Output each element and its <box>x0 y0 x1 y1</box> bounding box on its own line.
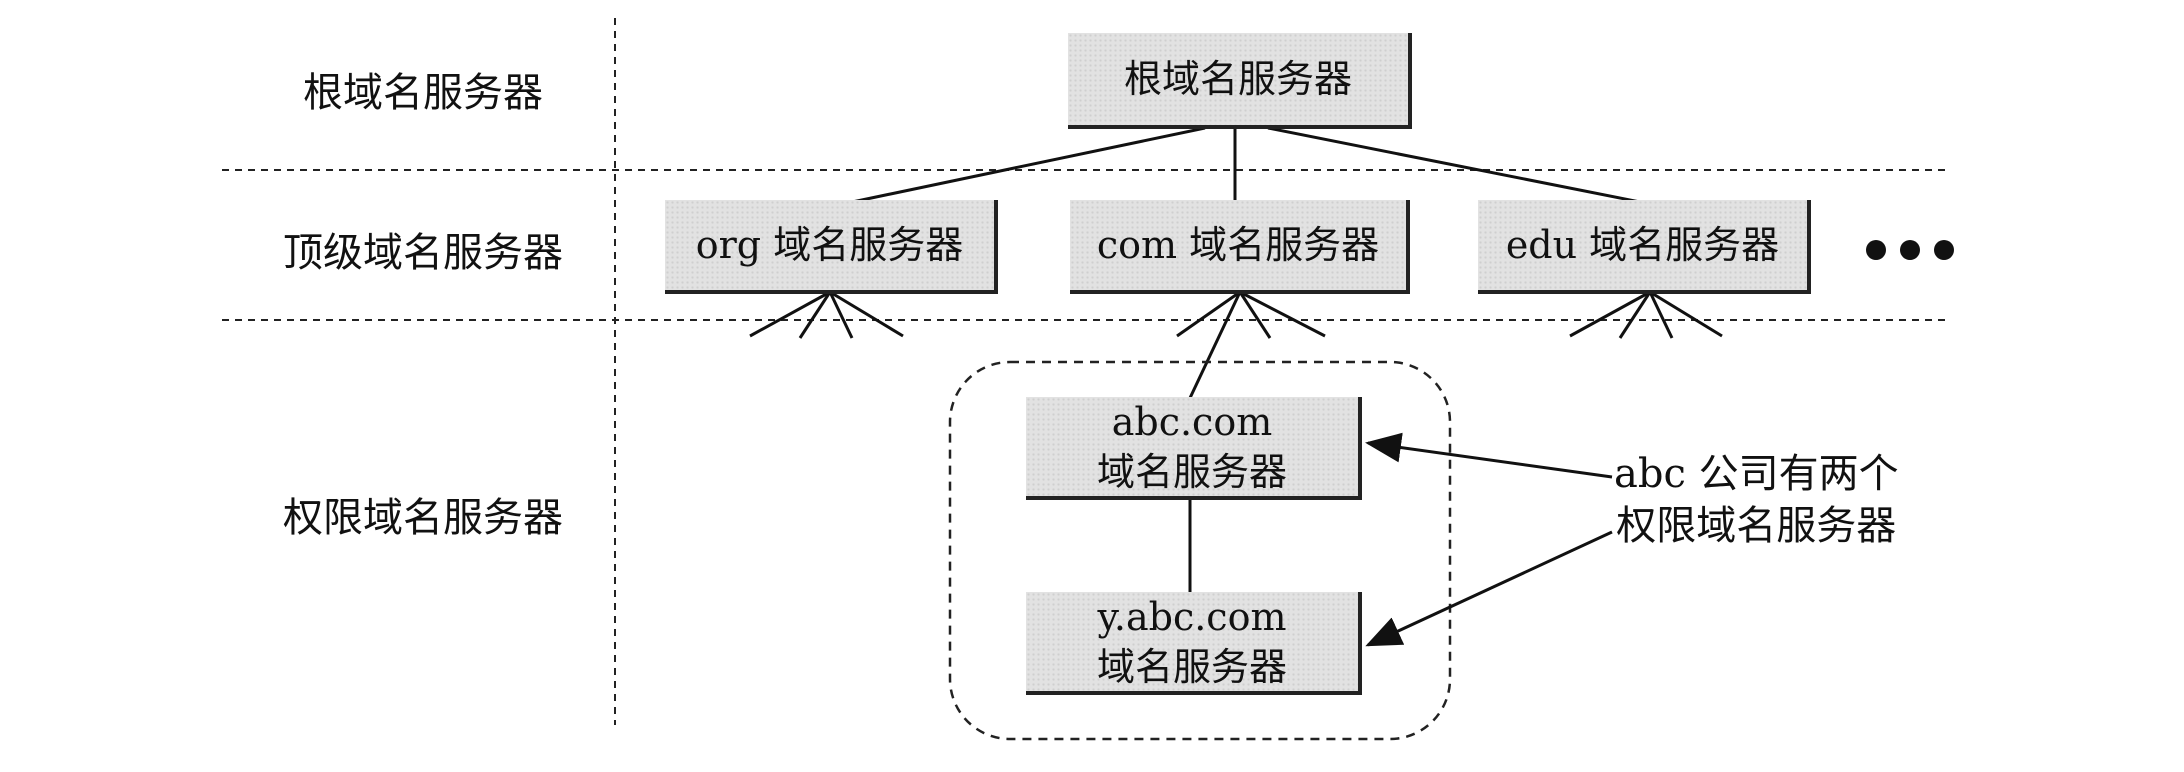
annotation-arrow-to-y-abc <box>1365 530 1613 647</box>
ellipsis-dot <box>1934 240 1954 260</box>
edge-root-org <box>837 126 1206 207</box>
abc-com-server-label: 域名服务器 <box>1096 449 1287 494</box>
org-server-box: org 域名服务器 <box>665 200 998 294</box>
y-abc-com-server-label: 域名服务器 <box>1096 644 1287 689</box>
tier-label-root: 根域名服务器 <box>303 70 543 116</box>
com-server-box: com 域名服务器 <box>1070 200 1410 294</box>
root-server-label: 根域名服务器 <box>1123 57 1352 101</box>
y-abc-com-server-box: y.abc.com 域名服务器 <box>1026 592 1362 695</box>
org-fanout <box>749 290 904 339</box>
abc-annotation-line2: 权限域名服务器 <box>1616 503 1897 549</box>
com-fanout <box>1176 290 1326 399</box>
annotation-arrow-to-abc <box>1365 432 1613 479</box>
edge-root-edu <box>1267 126 1656 207</box>
abc-annotation-line1: abc 公司有两个 <box>1614 451 1899 497</box>
edu-server-box: edu 域名服务器 <box>1478 200 1811 294</box>
abc-com-server-domain: abc.com <box>1111 399 1273 444</box>
more-servers-ellipsis <box>1866 240 1954 260</box>
org-server-label: org 域名服务器 <box>695 223 964 267</box>
abc-com-server-box: abc.com 域名服务器 <box>1026 397 1362 500</box>
ellipsis-dot <box>1900 240 1920 260</box>
abc-annotation: abc 公司有两个 权限域名服务器 <box>1614 448 1899 552</box>
edu-server-label: edu 域名服务器 <box>1505 223 1780 267</box>
ellipsis-dot <box>1866 240 1886 260</box>
edu-fanout <box>1569 290 1723 339</box>
root-server-box: 根域名服务器 <box>1068 33 1412 129</box>
y-abc-com-server-domain: y.abc.com <box>1097 594 1287 639</box>
tier-label-top-level: 顶级域名服务器 <box>283 230 563 276</box>
abc-company-group-outline <box>948 360 1452 741</box>
tier-label-authoritative: 权限域名服务器 <box>283 495 563 541</box>
com-server-label: com 域名服务器 <box>1096 223 1380 267</box>
